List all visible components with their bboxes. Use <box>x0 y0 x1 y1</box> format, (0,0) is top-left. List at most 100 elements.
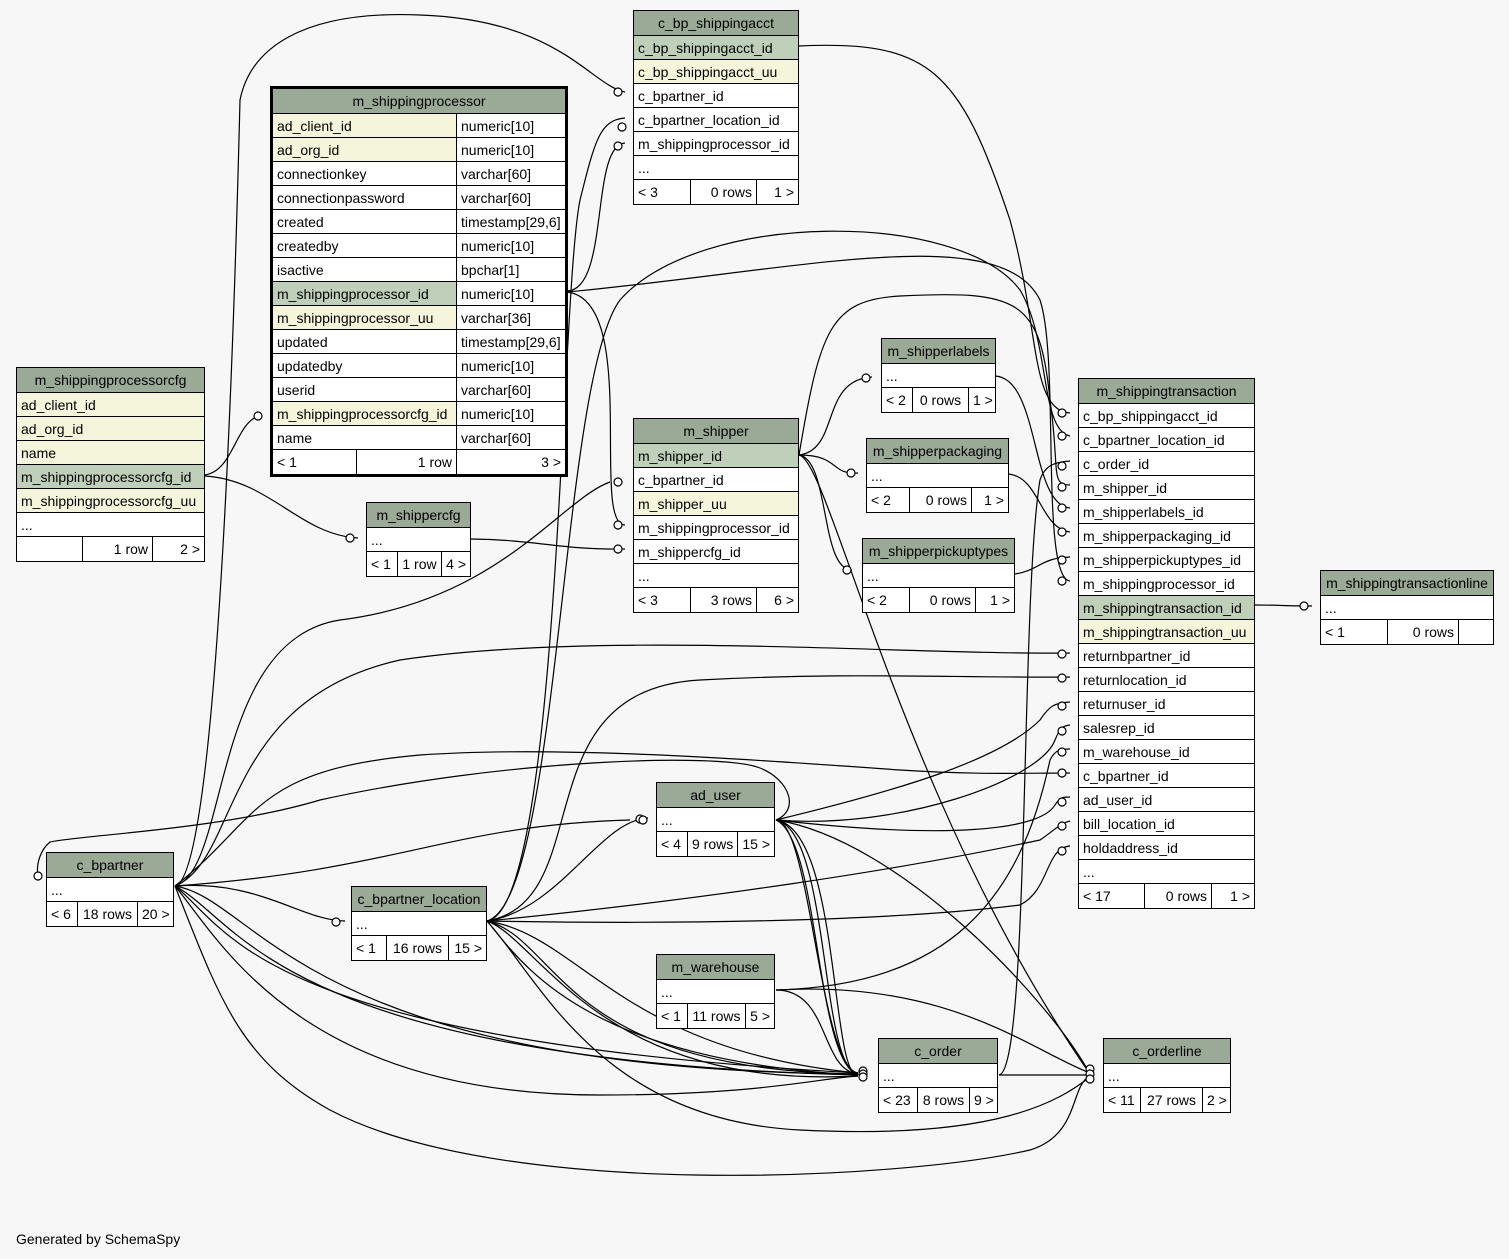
relation-edge <box>775 819 1091 1075</box>
relation-edge <box>775 819 859 1074</box>
edge-endpoint <box>613 477 623 487</box>
table-footer: < 23 8 rows 9 > <box>879 1088 997 1112</box>
relation-edge <box>775 988 1091 1074</box>
relation-edge <box>798 44 1071 414</box>
table-footer: < 17 0 rows 1 > <box>1079 884 1254 908</box>
children-link[interactable]: 9 > <box>969 1088 997 1112</box>
parents-link[interactable]: < 2 <box>867 592 887 608</box>
table-c-orderline[interactable]: c_orderline ... < 11 27 rows 2 > <box>1103 1038 1231 1113</box>
column-row: ... <box>1104 1064 1230 1088</box>
children-link[interactable]: 2 > <box>1202 1088 1230 1112</box>
column-row: returnbpartner_id <box>1079 644 1254 668</box>
edge-endpoint <box>1057 747 1067 757</box>
column-row: ... <box>634 156 798 180</box>
children-link[interactable]: 1 > <box>971 488 1008 512</box>
column-row: m_shippercfg_id <box>634 540 798 564</box>
column-row: returnuser_id <box>1079 692 1254 716</box>
edge-endpoint <box>345 533 355 543</box>
children-link[interactable]: 2 > <box>152 537 204 561</box>
column-row: m_shippingprocessor_id <box>634 516 798 540</box>
parents-link[interactable]: < 3 <box>638 592 658 608</box>
parents-link[interactable]: < 4 <box>661 836 681 852</box>
children-link[interactable] <box>1458 620 1493 644</box>
parents-link[interactable]: < 23 <box>883 1092 911 1108</box>
column-row: c_bpartner_location_id <box>1079 428 1254 452</box>
children-link[interactable]: 1 > <box>975 588 1014 612</box>
row-count: 0 rows <box>909 488 971 512</box>
children-link[interactable]: 3 > <box>456 450 565 474</box>
relation-edge <box>798 294 1071 486</box>
parents-link[interactable]: < 2 <box>886 392 906 408</box>
edge-endpoint <box>613 520 623 530</box>
parents-link[interactable]: < 6 <box>51 906 71 922</box>
column-row: name <box>17 441 204 465</box>
table-header: m_shippingtransaction <box>1079 379 1254 404</box>
edge-endpoint <box>1057 649 1067 659</box>
table-header: m_shippingprocessor <box>273 89 565 114</box>
table-c-bp-shippingacct[interactable]: c_bp_shippingacct c_bp_shippingacct_id c… <box>633 10 799 205</box>
children-link[interactable]: 15 > <box>448 936 486 960</box>
relation-edge <box>994 375 1071 509</box>
table-m-shipperlabels[interactable]: m_shipperlabels ... < 2 0 rows 1 > <box>881 338 996 413</box>
edge-endpoint <box>861 373 871 383</box>
column-row: returnlocation_id <box>1079 668 1254 692</box>
column-row: m_shipper_uu <box>634 492 798 516</box>
generated-by-footer: Generated by SchemaSpy <box>16 1231 181 1247</box>
children-link[interactable]: 4 > <box>441 552 470 576</box>
table-c-bpartner[interactable]: c_bpartner ... < 6 18 rows 20 > <box>46 852 174 927</box>
table-m-shipperpackaging[interactable]: m_shipperpackaging ... < 2 0 rows 1 > <box>866 438 1009 513</box>
table-m-warehouse[interactable]: m_warehouse ... < 1 11 rows 5 > <box>656 954 775 1029</box>
table-c-bpartner-location[interactable]: c_bpartner_location ... < 1 16 rows 15 > <box>351 886 487 961</box>
table-header: m_shipperlabels <box>882 339 995 364</box>
relation-edge <box>486 920 1091 1133</box>
column-row: m_shippingtransaction_uu <box>1079 620 1254 644</box>
row-count: 3 rows <box>690 588 756 612</box>
edge-endpoint <box>1057 701 1067 711</box>
children-link[interactable]: 5 > <box>745 1004 774 1028</box>
row-count: 27 rows <box>1140 1088 1202 1112</box>
parents-link[interactable]: < 3 <box>638 184 658 200</box>
relation-edge <box>174 819 631 887</box>
table-c-order[interactable]: c_order ... < 23 8 rows 9 > <box>878 1038 998 1113</box>
parents-link[interactable]: < 1 <box>356 940 376 956</box>
parents-link[interactable]: < 2 <box>871 492 891 508</box>
children-link[interactable]: 1 > <box>968 388 995 412</box>
table-m-shippingtransactionline[interactable]: m_shippingtransactionline ... < 1 0 rows <box>1320 570 1494 645</box>
children-link[interactable]: 6 > <box>756 588 798 612</box>
table-footer: < 11 27 rows 2 > <box>1104 1088 1230 1112</box>
edge-endpoint <box>1057 527 1067 537</box>
edge-endpoint <box>1057 821 1067 831</box>
table-m-shipper[interactable]: m_shipper m_shipper_id c_bpartner_id m_s… <box>633 418 799 613</box>
relation-edge <box>798 454 1091 1075</box>
parents-link[interactable]: < 1 <box>661 1008 681 1024</box>
column-row: m_shippingtransaction_id <box>1079 596 1254 620</box>
table-m-shippercfg[interactable]: m_shippercfg ... < 1 1 row 4 > <box>366 502 471 577</box>
parents-link[interactable]: < 1 <box>277 454 297 470</box>
parents-link[interactable]: < 17 <box>1083 888 1111 904</box>
parents-link[interactable]: < 1 <box>1325 624 1345 640</box>
table-m-shippingprocessorcfg[interactable]: m_shippingprocessorcfg ad_client_id ad_o… <box>16 367 205 562</box>
parents-link[interactable] <box>17 537 82 561</box>
edge-endpoint <box>613 87 623 97</box>
children-link[interactable]: 20 > <box>137 902 173 926</box>
column-row: ... <box>657 980 774 1004</box>
table-m-shippingtransaction[interactable]: m_shippingtransaction c_bp_shippingacct_… <box>1078 378 1255 909</box>
edge-endpoint <box>1057 431 1067 441</box>
table-ad-user[interactable]: ad_user ... < 4 9 rows 15 > <box>656 782 775 857</box>
table-m-shipperpickuptypes[interactable]: m_shipperpickuptypes ... < 2 0 rows 1 > <box>862 538 1015 613</box>
children-link[interactable]: 15 > <box>737 832 774 856</box>
column-row: ... <box>657 808 774 832</box>
children-link[interactable]: 1 > <box>756 180 798 204</box>
parents-link[interactable]: < 11 <box>1108 1092 1135 1108</box>
parents-link[interactable]: < 1 <box>371 556 391 572</box>
children-link[interactable]: 1 > <box>1211 884 1254 908</box>
